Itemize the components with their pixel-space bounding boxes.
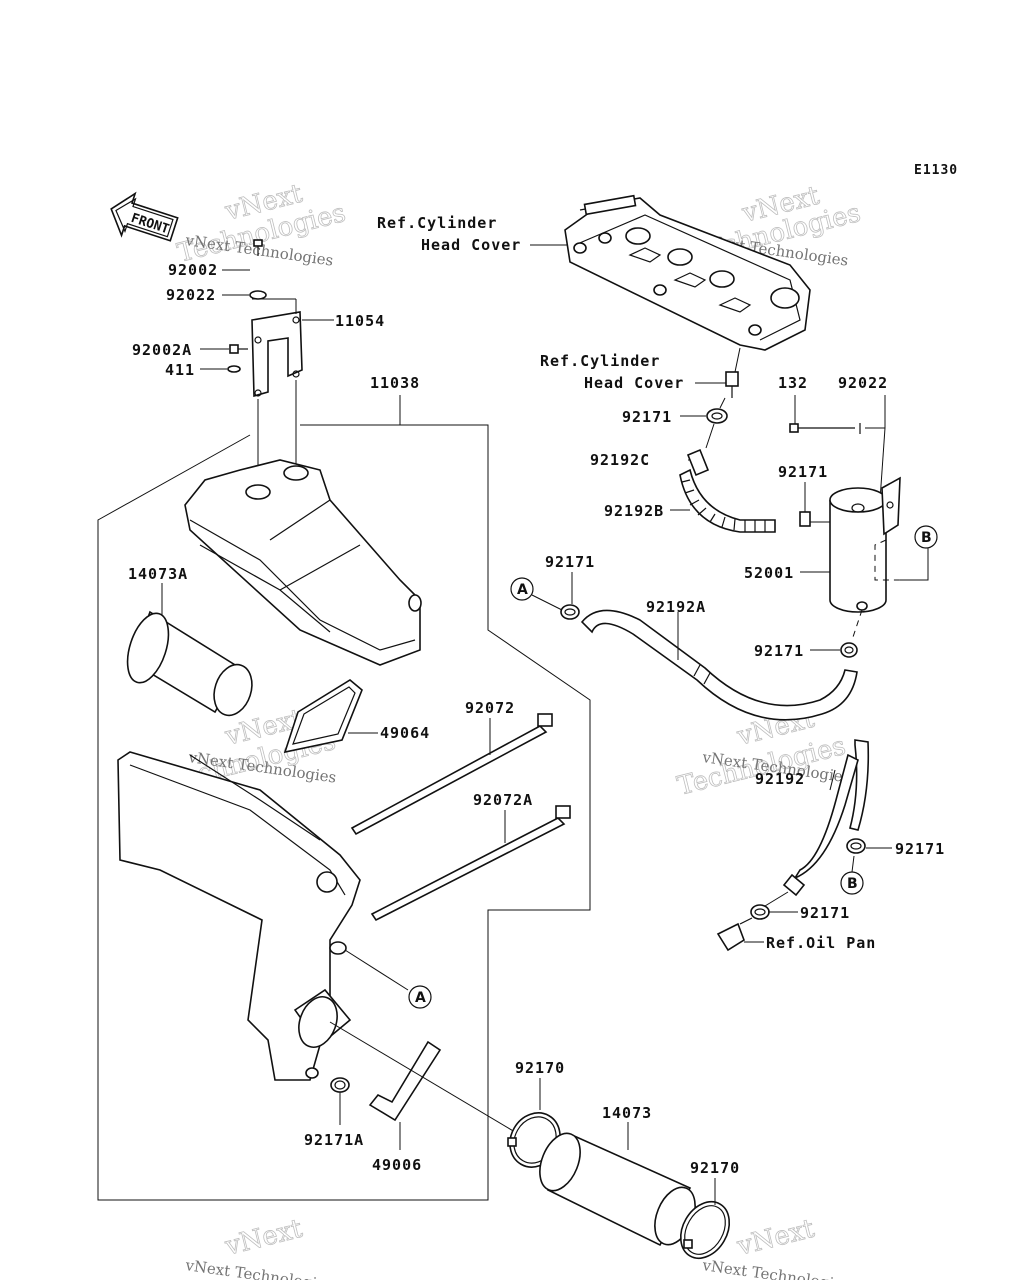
zip-tie-92072A: [370, 805, 571, 922]
label-92171-bottom: 92171: [754, 642, 804, 660]
svg-text:vNext: vNext: [733, 1214, 817, 1262]
bolt-92002-icon: [253, 239, 263, 256]
label-92171A: 92171A: [304, 1131, 364, 1149]
washer-411-icon: [227, 365, 241, 373]
label-11038: 11038: [370, 374, 420, 392]
label-132: 132: [778, 374, 808, 392]
label-49064: 49064: [380, 724, 430, 742]
watermark-bottom-left: vNext vNext Technologies: [183, 1213, 334, 1280]
clamp-92171-bottom-icon: [840, 642, 858, 658]
callout-A-lower: A: [408, 985, 432, 1009]
diagram-code: E1130: [914, 163, 958, 178]
label-92171-upper: 92171: [622, 408, 672, 426]
label-ref-head-cover-2-line2: Head Cover: [584, 374, 684, 392]
label-49006: 49006: [372, 1156, 422, 1174]
airbox-body: [117, 751, 361, 1081]
label-92022-left: 92022: [166, 286, 216, 304]
hose-92192: [782, 739, 870, 897]
callout-B-lower: B: [840, 871, 864, 895]
svg-text:vNext: vNext: [221, 1214, 305, 1262]
label-92072A: 92072A: [473, 791, 533, 809]
label-14073A: 14073A: [128, 565, 188, 583]
bolt-92002A-icon: [229, 344, 248, 354]
airbox-cover: [184, 459, 422, 666]
label-92022-right: 92022: [838, 374, 888, 392]
label-92170-a: 92170: [515, 1059, 565, 1077]
callout-B-upper: B: [914, 525, 938, 549]
svg-text:B: B: [847, 876, 858, 892]
label-11054: 11054: [335, 312, 385, 330]
label-ref-head-cover-2-line1: Ref.Cylinder: [540, 352, 660, 370]
label-ref-head-cover-1-line1: Ref.Cylinder: [377, 214, 497, 232]
clamp-92171-tank-icon: [799, 511, 811, 527]
air-duct-14073: [539, 1132, 696, 1247]
label-92171-left: 92171: [545, 553, 595, 571]
air-duct-14073A: [126, 610, 253, 717]
label-92192C: 92192C: [590, 451, 650, 469]
label-92171-oilpan: 92171: [800, 904, 850, 922]
label-ref-oil-pan: Ref.Oil Pan: [766, 934, 876, 952]
bracket-11054: [251, 311, 303, 398]
clamp-92171-oilpan-icon: [750, 904, 770, 920]
label-92192A: 92192A: [646, 598, 706, 616]
hose-92192C: [686, 448, 710, 477]
oil-pan-fitting: [716, 917, 753, 952]
label-14073: 14073: [602, 1104, 652, 1122]
clamp-92171-right-icon: [846, 838, 866, 854]
bolt-132-icon: [789, 423, 855, 433]
svg-text:A: A: [517, 582, 528, 598]
svg-text:A: A: [415, 990, 426, 1006]
label-92192B: 92192B: [604, 502, 664, 520]
label-411: 411: [165, 361, 195, 379]
clamp-92171-upper-icon: [706, 408, 728, 424]
breather-fitting: [725, 371, 739, 398]
label-92002: 92002: [168, 261, 218, 279]
callout-A-upper: A: [510, 577, 534, 601]
svg-text:vNext Technologies: vNext Technologies: [700, 1256, 851, 1280]
watermark-top-left: vNext Technologies vNext Technologies: [174, 178, 349, 269]
corrugated-hose-92192B: [679, 468, 776, 533]
breather-hose-49006: [368, 1040, 442, 1122]
washer-92022-icon: [249, 290, 267, 300]
clamp-92171A-icon: [330, 1077, 350, 1093]
hose-92192A: [580, 609, 858, 721]
label-92171-tank: 92171: [778, 463, 828, 481]
label-92072: 92072: [465, 699, 515, 717]
clamp-92171-left-icon: [560, 604, 580, 620]
label-92002A: 92002A: [132, 341, 192, 359]
zip-tie-92072: [350, 713, 553, 836]
svg-text:B: B: [921, 530, 932, 546]
cylinder-head-cover: [564, 194, 811, 351]
label-92171-right: 92171: [895, 840, 945, 858]
svg-text:vNext Technologies: vNext Technologies: [183, 1256, 334, 1280]
airbox-group-outline: [97, 424, 591, 1201]
label-92192: 92192: [755, 770, 805, 788]
label-52001: 52001: [744, 564, 794, 582]
label-92170-b: 92170: [690, 1159, 740, 1177]
front-arrow-icon: FRONT: [110, 191, 179, 242]
separator-tank-52001: [829, 476, 901, 613]
clamp-92170-b: [679, 1200, 731, 1260]
gasket-49064: [283, 679, 363, 754]
label-ref-head-cover-1-line2: Head Cover: [421, 236, 521, 254]
